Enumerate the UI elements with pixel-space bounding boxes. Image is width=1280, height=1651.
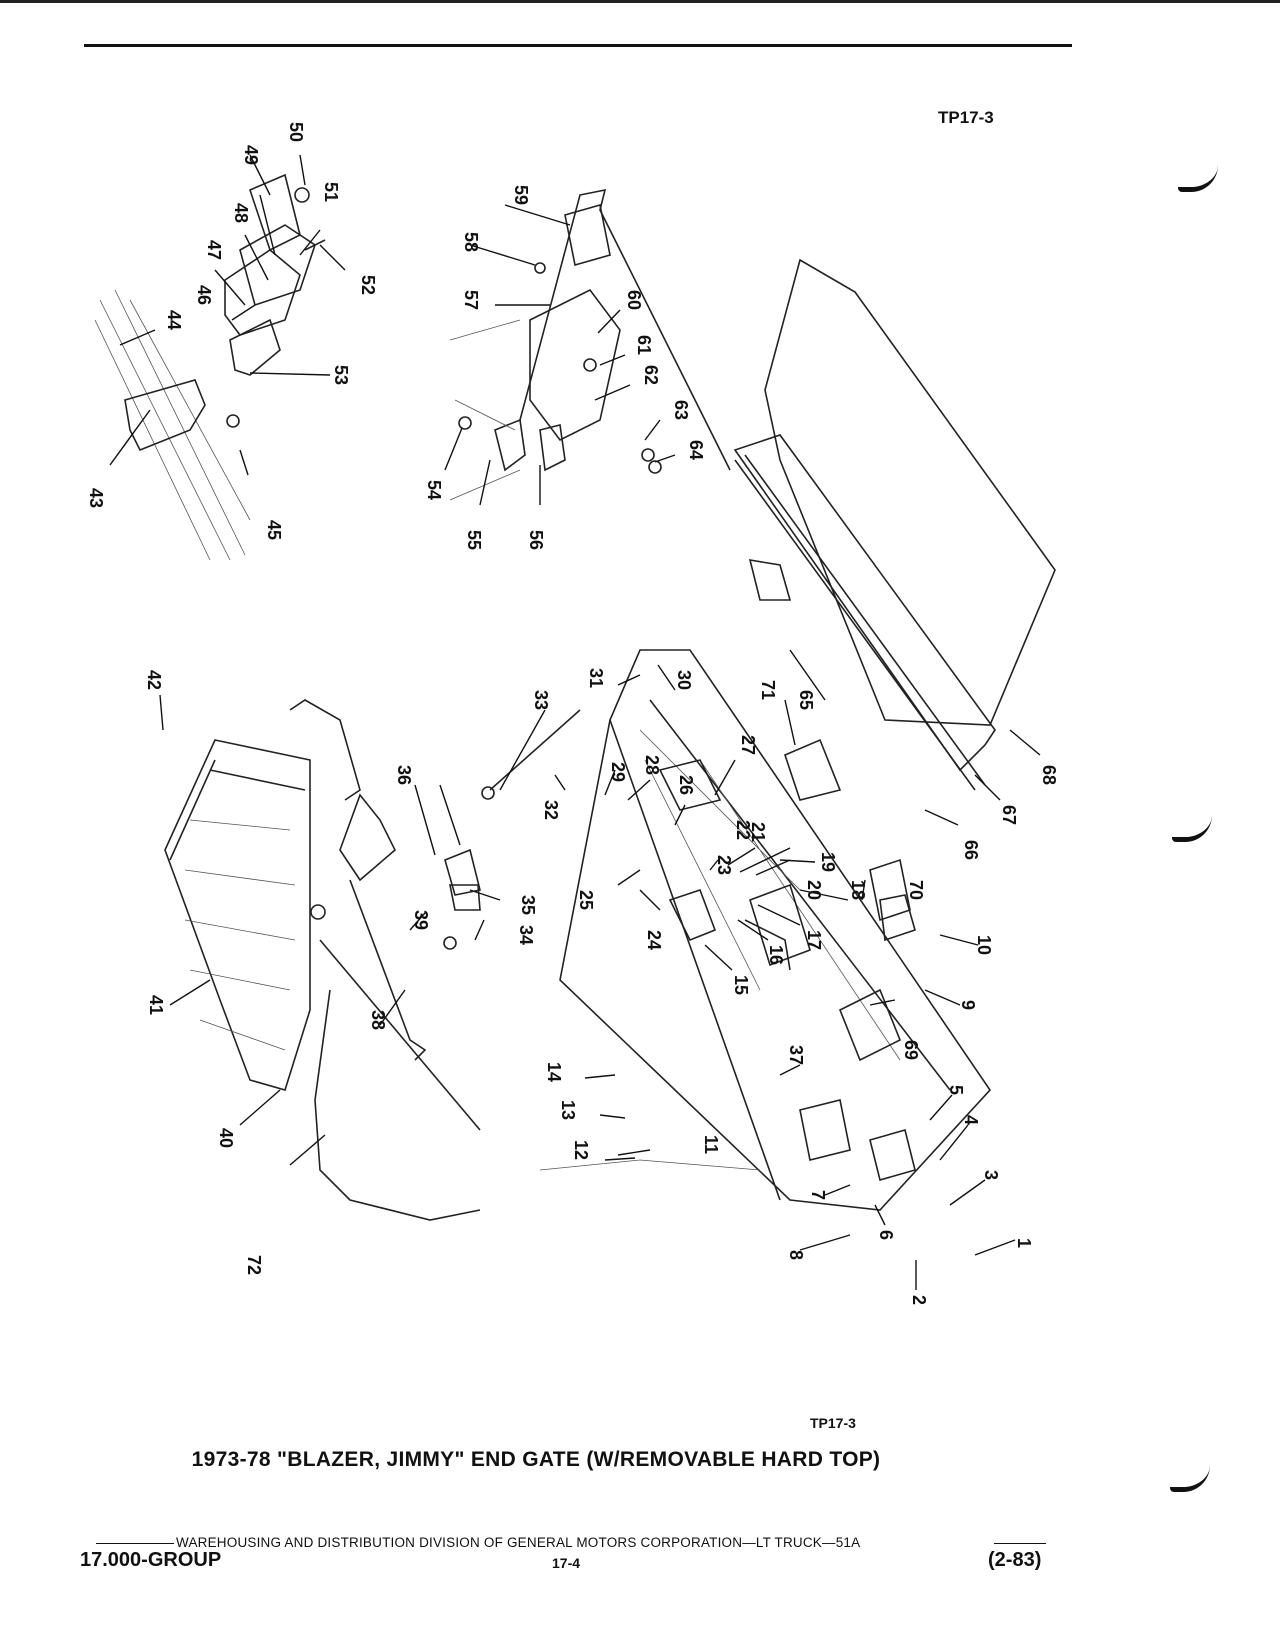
callout-38: 38	[368, 1010, 388, 1030]
callout-62: 62	[641, 365, 661, 385]
binder-mark	[1172, 815, 1212, 842]
callout-39: 39	[411, 910, 431, 930]
header-rule	[84, 44, 1072, 47]
callout-54: 54	[424, 480, 444, 500]
callout-71: 71	[758, 680, 778, 700]
callout-42: 42	[144, 670, 164, 690]
callout-21: 21	[748, 822, 768, 842]
callout-2: 2	[909, 1295, 929, 1305]
binder-mark	[1170, 1465, 1210, 1492]
callout-32: 32	[541, 800, 561, 820]
callout-16: 16	[766, 945, 786, 965]
publisher-text: WAREHOUSING AND DISTRIBUTION DIVISION OF…	[176, 1535, 861, 1550]
callout-7: 7	[808, 1190, 828, 1200]
callout-41: 41	[146, 995, 166, 1015]
callout-6: 6	[876, 1230, 896, 1240]
callout-35: 35	[518, 895, 538, 915]
callout-3: 3	[981, 1170, 1001, 1180]
linkage-rods	[289, 699, 581, 1221]
hinge-handle-inset	[94, 173, 326, 561]
group-number: 17.000-GROUP	[80, 1549, 222, 1571]
callout-33: 33	[531, 690, 551, 710]
callout-31: 31	[586, 668, 606, 688]
callout-70: 70	[906, 880, 926, 900]
callout-20: 20	[804, 880, 824, 900]
figure-caption: 1973-78 "BLAZER, JIMMY" END GATE (W/REMO…	[191, 1448, 881, 1471]
page-number: 17-4	[552, 1555, 581, 1571]
callout-18: 18	[848, 880, 868, 900]
callout-36: 36	[394, 765, 414, 785]
callout-24: 24	[644, 930, 664, 950]
callout-30: 30	[674, 670, 694, 690]
publisher-line: WAREHOUSING AND DISTRIBUTION DIVISION OF…	[96, 1535, 860, 1550]
callout-57: 57	[461, 290, 481, 310]
callout-28: 28	[642, 755, 662, 775]
figure-ref-bottom: TP17-3	[810, 1415, 856, 1431]
callout-9: 9	[958, 1000, 978, 1010]
scan-edge	[0, 0, 1280, 3]
callout-4: 4	[961, 1115, 981, 1125]
callout-29: 29	[608, 762, 628, 782]
callout-13: 13	[558, 1100, 578, 1120]
callout-19: 19	[818, 852, 838, 872]
callout-63: 63	[671, 400, 691, 420]
callout-23: 23	[714, 855, 734, 875]
callout-45: 45	[264, 520, 284, 540]
callout-44: 44	[164, 310, 184, 330]
callout-72: 72	[244, 1255, 264, 1275]
callout-46: 46	[194, 285, 214, 305]
callout-55: 55	[464, 530, 484, 550]
callout-58: 58	[461, 232, 481, 252]
callout-66: 66	[961, 840, 981, 860]
callout-27: 27	[738, 735, 758, 755]
callout-67: 67	[999, 805, 1019, 825]
latch-inset	[449, 188, 731, 501]
callout-68: 68	[1039, 765, 1059, 785]
callout-37: 37	[786, 1045, 806, 1065]
callout-25: 25	[576, 890, 596, 910]
callout-leaders	[109, 154, 1041, 1290]
callout-64: 64	[686, 440, 706, 460]
callout-51: 51	[321, 182, 341, 202]
callout-8: 8	[786, 1250, 806, 1260]
binder-mark	[1178, 165, 1218, 192]
callout-53: 53	[331, 365, 351, 385]
callout-59: 59	[511, 185, 531, 205]
callout-47: 47	[204, 240, 224, 260]
callout-40: 40	[216, 1128, 236, 1148]
callout-49: 49	[241, 145, 261, 165]
callout-50: 50	[286, 122, 306, 142]
callout-5: 5	[946, 1085, 966, 1095]
callout-52: 52	[358, 275, 378, 295]
callout-48: 48	[231, 203, 251, 223]
callout-65: 65	[796, 690, 816, 710]
callout-labels: 1 2 3 4 5 6 7 8 9 10 11 12 13 14 15 16 1…	[86, 122, 1059, 1305]
callout-10: 10	[974, 935, 994, 955]
footer-rule	[994, 1543, 1046, 1544]
end-gate-body	[539, 649, 992, 1211]
trim-panel	[164, 739, 311, 1091]
callout-43: 43	[86, 488, 106, 508]
callout-1: 1	[1014, 1238, 1034, 1248]
callout-69: 69	[901, 1040, 921, 1060]
callout-11: 11	[701, 1135, 721, 1154]
callout-17: 17	[804, 930, 824, 950]
callout-34: 34	[516, 925, 536, 945]
callout-56: 56	[526, 530, 546, 550]
callout-60: 60	[624, 290, 644, 310]
callout-61: 61	[634, 335, 654, 355]
callout-15: 15	[731, 975, 751, 995]
callout-14: 14	[544, 1062, 564, 1082]
callout-12: 12	[571, 1140, 591, 1160]
revision-date: (2-83)	[988, 1549, 1042, 1571]
callout-26: 26	[676, 775, 696, 795]
figure-ref-top: TP17-3	[938, 108, 994, 127]
end-gate-glass	[733, 258, 1056, 942]
callout-22: 22	[733, 820, 753, 840]
